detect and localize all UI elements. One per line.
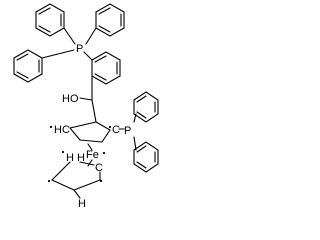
c-lower-center-label: C — [95, 162, 103, 174]
phenyl-ring-mid-left — [13, 49, 43, 83]
aryl-ring-center — [91, 51, 121, 85]
cyclopentadienyl-ring-upper: HC C — [49, 121, 120, 143]
phenyl-ring-top-left — [35, 3, 65, 37]
h-bottom-label: H — [78, 198, 86, 210]
structure-svg: P HO HC C P — [13, 3, 159, 210]
cp1-c-right-label: C — [112, 124, 120, 136]
phosphorus-right-label: P — [124, 125, 131, 137]
iron-label: Fe — [86, 149, 99, 161]
h-lower-left-2-label: H — [77, 152, 85, 164]
h-lower-left-1-label: H — [66, 152, 74, 164]
hydroxyl-label: HO — [62, 93, 79, 105]
phosphorus-top-label: P — [76, 43, 83, 55]
molecule-diagram: P HO HC C P — [0, 0, 162, 213]
cyclopentadienyl-ring-lower: H H C H — [47, 150, 106, 210]
hc-upper-left-label: HC — [54, 124, 70, 136]
phenyl-ring-right-lower — [133, 141, 159, 173]
phenyl-ring-right-upper — [133, 91, 159, 123]
phenyl-ring-top-right — [95, 3, 125, 37]
